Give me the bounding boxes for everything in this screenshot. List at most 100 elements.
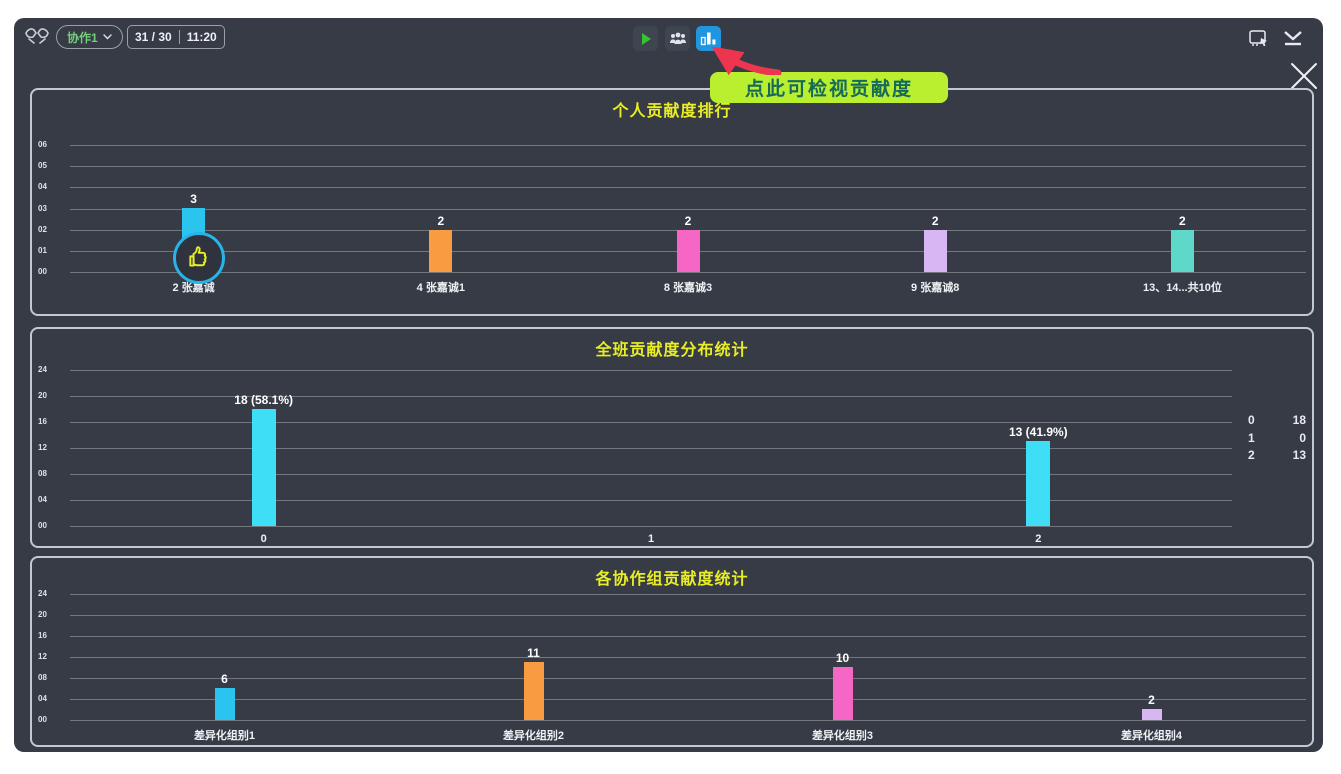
bar-value-label: 2 bbox=[684, 214, 692, 228]
bar bbox=[214, 688, 235, 720]
gridline bbox=[70, 615, 1306, 616]
chart-title: 全班贡献度分布统计 bbox=[595, 342, 749, 359]
collapse-down-icon bbox=[1284, 30, 1302, 45]
gridline bbox=[70, 272, 1306, 273]
y-axis-tick: 16 bbox=[38, 417, 47, 426]
y-axis-tick: 20 bbox=[38, 610, 47, 619]
chart-title: 个人贡献度排行 bbox=[612, 103, 732, 120]
tooltip-arrow-icon bbox=[711, 47, 782, 75]
bar bbox=[251, 409, 276, 526]
thumbs-up-icon bbox=[189, 246, 207, 267]
y-axis-tick: 05 bbox=[38, 161, 47, 171]
contribution-overlay-window: 协作1 31 / 30 11:20 bbox=[14, 18, 1323, 752]
contribution-tooltip: 点此可检视贡献度 bbox=[710, 72, 948, 103]
collaboration-hands-icon bbox=[25, 28, 49, 44]
bar-value-label: 6 bbox=[221, 672, 228, 686]
bar bbox=[523, 662, 544, 720]
bar bbox=[676, 230, 700, 272]
gridline bbox=[70, 720, 1306, 721]
bar bbox=[1170, 230, 1194, 272]
x-axis-category-label: 差异化组别3 bbox=[811, 730, 874, 742]
x-axis-category-label: 差异化组别1 bbox=[193, 730, 256, 742]
x-axis-category-label: 1 bbox=[647, 533, 655, 545]
y-axis-tick: 01 bbox=[38, 245, 47, 255]
gridline bbox=[70, 636, 1306, 637]
play-icon bbox=[641, 32, 651, 45]
x-axis-category-label: 9 张嘉诚8 bbox=[911, 282, 960, 294]
bar-value-label: 18 (58.1%) bbox=[234, 393, 294, 407]
top-toolbar: 协作1 31 / 30 11:20 bbox=[14, 18, 1323, 89]
close-button[interactable] bbox=[1286, 58, 1322, 94]
gridline bbox=[70, 699, 1306, 700]
legend-key: 0 bbox=[1248, 413, 1255, 427]
bar bbox=[429, 230, 453, 272]
student-group-icon bbox=[669, 32, 686, 44]
y-axis-tick: 16 bbox=[38, 631, 47, 640]
gridline bbox=[70, 145, 1306, 146]
bar-value-label: 11 bbox=[527, 646, 540, 660]
play-button[interactable] bbox=[633, 26, 658, 51]
y-axis-tick: 04 bbox=[38, 495, 47, 504]
y-axis-tick: 00 bbox=[38, 715, 47, 724]
gridline bbox=[70, 594, 1306, 595]
screen-select-icon bbox=[1248, 29, 1267, 46]
groups-button[interactable] bbox=[665, 26, 690, 51]
y-axis-tick: 12 bbox=[38, 443, 47, 452]
session-time: 11:20 bbox=[178, 30, 224, 44]
session-dropdown[interactable]: 协作1 bbox=[56, 25, 123, 49]
bar-value-label: 2 bbox=[437, 214, 445, 228]
x-axis-category-label: 差异化组别2 bbox=[502, 730, 565, 742]
contribution-chart-button[interactable] bbox=[696, 26, 721, 51]
chart-title: 各协作组贡献度统计 bbox=[595, 571, 749, 588]
bar bbox=[832, 667, 853, 720]
like-badge[interactable] bbox=[173, 232, 225, 284]
x-axis-category-label: 8 张嘉诚3 bbox=[663, 282, 713, 294]
screen-select-button[interactable] bbox=[1246, 26, 1271, 51]
y-axis-tick: 06 bbox=[38, 140, 47, 149]
x-axis-category-label: 2 bbox=[1035, 533, 1042, 545]
y-axis-tick: 04 bbox=[38, 182, 47, 192]
y-axis-tick: 20 bbox=[38, 391, 47, 400]
x-axis-category-label: 4 张嘉诚1 bbox=[416, 282, 465, 294]
gridline bbox=[70, 166, 1306, 168]
bar-value-label: 10 bbox=[835, 651, 850, 665]
bar-value-label: 3 bbox=[190, 192, 197, 206]
gridline bbox=[70, 370, 1232, 371]
gridline bbox=[70, 448, 1232, 449]
legend-value: 13 bbox=[1292, 448, 1306, 462]
bar-value-label: 13 (41.9%) bbox=[1008, 425, 1068, 439]
legend-value: 18 bbox=[1292, 413, 1306, 427]
gridline bbox=[70, 678, 1306, 679]
gridline bbox=[70, 526, 1232, 527]
x-axis-category-label: 0 bbox=[260, 533, 267, 545]
gridline bbox=[70, 500, 1232, 501]
minimize-button[interactable] bbox=[1280, 26, 1306, 51]
bar bbox=[923, 230, 947, 272]
legend-value: 0 bbox=[1299, 430, 1306, 445]
y-axis-tick: 08 bbox=[38, 673, 47, 682]
bar-value-label: 2 bbox=[1179, 214, 1186, 228]
attendance-count: 31 / 30 bbox=[135, 30, 172, 44]
y-axis-tick: 04 bbox=[38, 694, 47, 703]
y-axis-tick: 00 bbox=[38, 521, 47, 530]
bar-value-label: 2 bbox=[931, 214, 939, 228]
gridline bbox=[70, 187, 1306, 189]
x-axis-category-label: 差异化组别4 bbox=[1120, 730, 1183, 742]
x-axis-category-label: 13、14...共10位 bbox=[1142, 282, 1222, 294]
gridline bbox=[70, 396, 1232, 397]
legend-key: 2 bbox=[1248, 448, 1255, 462]
gridline bbox=[70, 208, 1306, 210]
x-axis-category-label: 2 张嘉诚 bbox=[172, 282, 215, 294]
bar-chart-icon bbox=[700, 32, 716, 46]
bar bbox=[1026, 441, 1051, 526]
y-axis-tick: 12 bbox=[38, 652, 47, 661]
gridline bbox=[70, 474, 1232, 475]
y-axis-tick: 02 bbox=[38, 224, 47, 234]
gridline bbox=[70, 422, 1232, 423]
